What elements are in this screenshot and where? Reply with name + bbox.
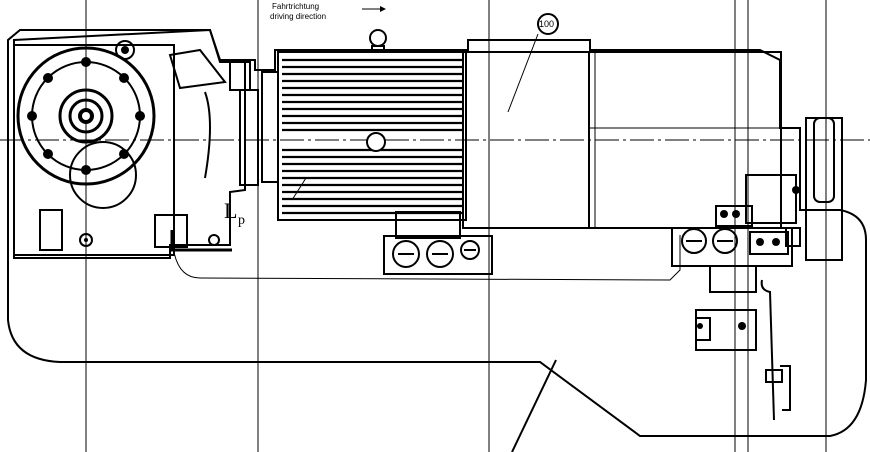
leader-line xyxy=(511,359,557,452)
bumper xyxy=(805,117,843,261)
terminal-box xyxy=(383,211,493,275)
direction-label-en: driving direction xyxy=(270,12,326,21)
direction-arrow-icon xyxy=(380,6,386,12)
reference-callout xyxy=(537,13,559,35)
lifting-eye xyxy=(369,29,387,47)
driving-direction: Fahrtrichtung driving direction xyxy=(270,2,386,21)
motor: 100 xyxy=(261,13,782,229)
reference-number: 100 xyxy=(539,19,554,29)
motor-cooling-fins xyxy=(282,58,462,215)
lp-label-main: L xyxy=(224,198,237,223)
lp-label-sub: p xyxy=(238,213,245,228)
linkage-assembly xyxy=(671,174,801,421)
output-flange xyxy=(16,46,156,209)
gearbox xyxy=(13,28,259,259)
chassis-outline xyxy=(7,29,867,437)
direction-label-de: Fahrtrichtung xyxy=(272,2,319,11)
motor-shaft-hole xyxy=(366,132,386,152)
lp-label: L p xyxy=(224,198,245,228)
